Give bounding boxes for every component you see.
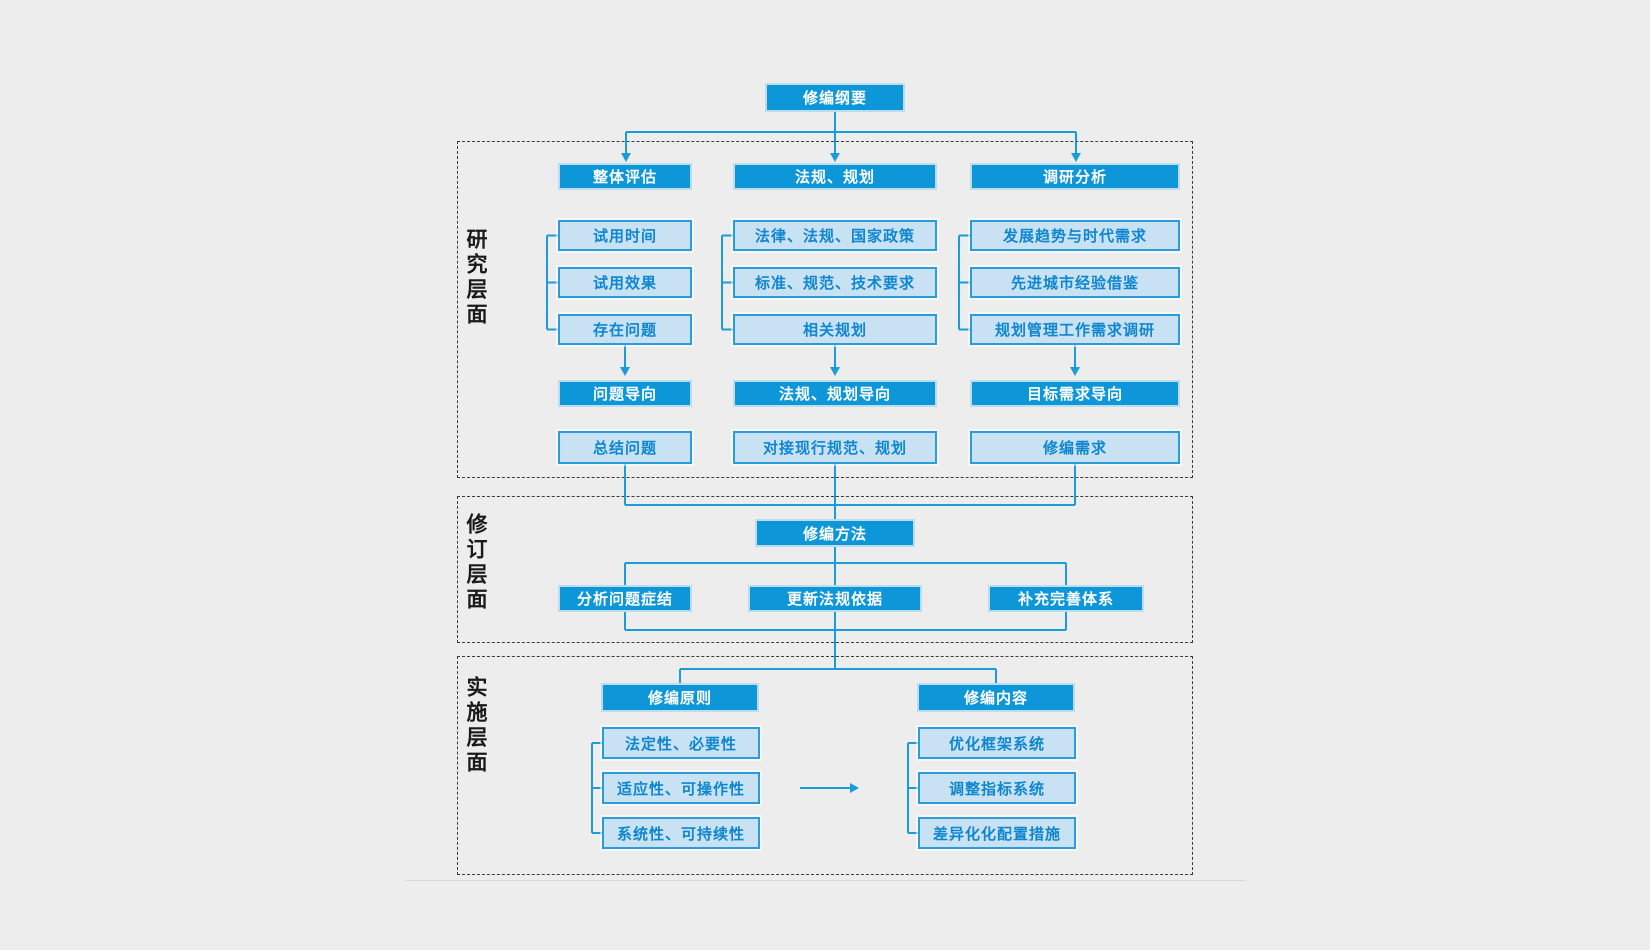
page-edge-line [405,880,1245,881]
section-research-label: 研究层面 [464,228,488,328]
implementation-item-brackets [591,742,918,834]
research-col1-item: 存在问题 [558,314,692,345]
revision-method-node: 修编方法 [755,519,915,547]
arrow-down-icon [830,367,840,376]
method-branch-connector [624,547,1067,585]
research-col3-item: 规划管理工作需求调研 [970,314,1180,345]
research-col1-item: 试用时间 [558,220,692,251]
revision-branch-node: 分析问题症结 [558,585,692,612]
content-header: 修编内容 [917,683,1075,712]
principles-item: 法定性、必要性 [602,727,760,759]
research-col3-orientation: 目标需求导向 [970,380,1180,407]
research-col3-header: 调研分析 [970,163,1180,190]
research-item-brackets [546,234,970,331]
content-item: 调整指标系统 [918,772,1076,804]
revision-branch-node: 更新法规依据 [748,585,922,612]
research-col1-orientation: 问题导向 [558,380,692,407]
section-revision-label: 修订层面 [464,513,488,613]
principles-item: 适应性、可操作性 [602,772,760,804]
research-col2-item: 标准、规范、技术要求 [733,267,937,298]
orientation-arrows [620,345,1080,376]
content-item: 差异化化配置措施 [918,817,1076,849]
arrow-down-icon [620,367,630,376]
revision-to-implementation-connector [624,612,1067,683]
research-col2-header: 法规、规划 [733,163,937,190]
section-revision-rect [457,496,1193,643]
research-col3-result: 修编需求 [970,431,1180,464]
research-col2-result: 对接现行规范、规划 [733,431,937,464]
arrow-down-icon [1070,367,1080,376]
research-col1-header: 整体评估 [558,163,692,190]
principles-item: 系统性、可持续性 [602,817,760,849]
root-distribution-connector [621,112,1081,162]
arrow-down-icon [830,153,840,162]
root-node: 修编纲要 [765,83,905,112]
research-col1-item: 试用效果 [558,267,692,298]
principles-to-content-arrow [800,783,859,793]
revision-branch-node: 补充完善体系 [988,585,1144,612]
arrow-right-icon [850,783,859,793]
section-implementation-label: 实施层面 [464,676,488,776]
arrow-down-icon [1071,153,1081,162]
research-col1-result: 总结问题 [558,431,692,464]
research-col2-orientation: 法规、规划导向 [733,380,937,407]
principles-header: 修编原则 [601,683,759,712]
research-col3-item: 先进城市经验借鉴 [970,267,1180,298]
arrow-down-icon [621,153,631,162]
research-col3-item: 发展趋势与时代需求 [970,220,1180,251]
research-col2-item: 法律、法规、国家政策 [733,220,937,251]
research-col2-item: 相关规划 [733,314,937,345]
content-item: 优化框架系统 [918,727,1076,759]
research-to-method-connector [624,464,1076,519]
section-implementation-rect [457,656,1193,875]
section-research-rect [457,141,1193,478]
